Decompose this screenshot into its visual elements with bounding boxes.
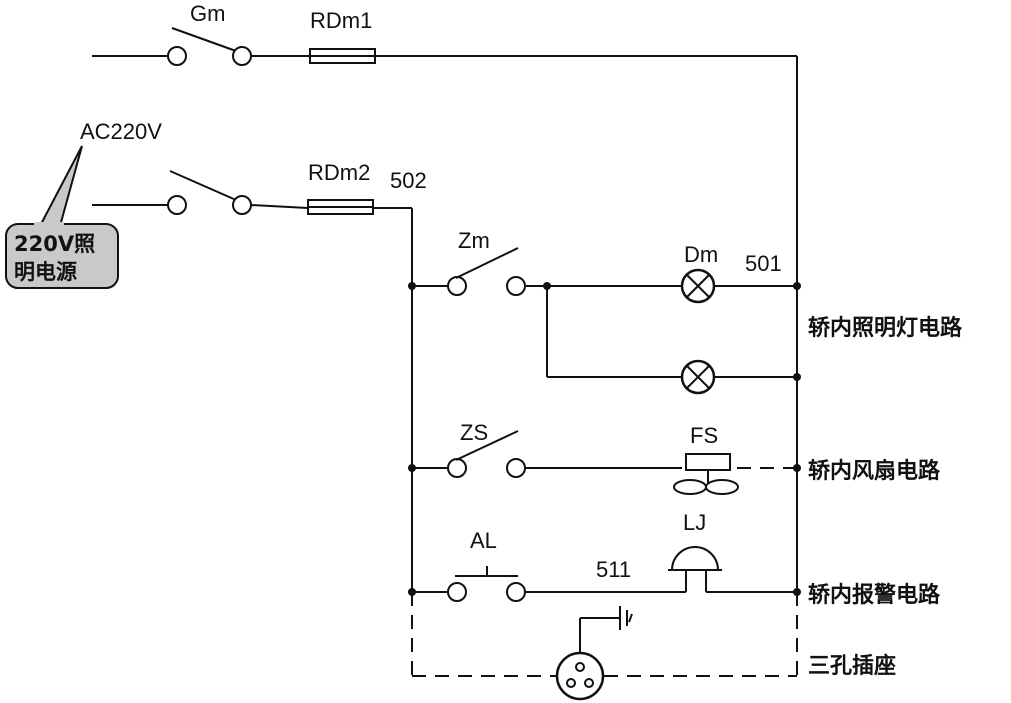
fan-circuit (408, 430, 801, 495)
label-rdm2: RDm2 (308, 160, 370, 185)
switch2-blade (169, 170, 237, 201)
label-lighting-circuit: 轿内照明灯电路 (808, 315, 963, 341)
node-lighting-right (793, 282, 801, 290)
gm-line (92, 27, 797, 66)
gm-contact-left (167, 46, 187, 66)
fan-blade-left (673, 479, 707, 495)
label-501: 501 (745, 251, 782, 276)
gm-switch-blade (171, 27, 237, 52)
al-contact-left (447, 582, 467, 602)
label-alarm-circuit: 轿内报警电路 (808, 582, 941, 608)
bell-lj (670, 546, 720, 571)
zs-contact-left (447, 458, 467, 478)
node-alarm-right (793, 588, 801, 596)
rdm2-line (92, 170, 412, 215)
alarm-circuit (408, 546, 801, 602)
zs-contact-right (506, 458, 526, 478)
label-rdm1: RDm1 (310, 8, 372, 33)
zs-switch-blade (455, 430, 519, 461)
label-511: 511 (596, 557, 631, 582)
label-fan-circuit: 轿内风扇电路 (808, 458, 941, 484)
node-fan-right (793, 464, 801, 472)
label-fs: FS (690, 423, 718, 448)
gm-contact-right (232, 46, 252, 66)
label-ac220v: AC220V (80, 119, 162, 144)
zm-contact-left (447, 276, 467, 296)
label-socket: 三孔插座 (808, 653, 896, 679)
al-contact-right (506, 582, 526, 602)
switch2-contact-left (167, 195, 187, 215)
label-502: 502 (390, 168, 427, 193)
label-gm: Gm (190, 1, 225, 26)
three-hole-socket (555, 651, 605, 701)
label-zm: Zm (458, 228, 490, 253)
label-al: AL (470, 528, 497, 553)
lighting-circuit (408, 247, 801, 395)
fan-motor (685, 453, 731, 471)
callout-line1: 220V照 (14, 232, 95, 256)
label-dm: Dm (684, 242, 718, 267)
power-source-callout: 220V照 明电源 (5, 145, 119, 289)
zm-switch-blade (455, 247, 519, 279)
fan-blade-right (705, 479, 739, 495)
callout-line2: 明电源 (14, 260, 77, 284)
label-zs: ZS (460, 420, 488, 445)
switch2-contact-right (232, 195, 252, 215)
zm-contact-right (506, 276, 526, 296)
socket-circuit (412, 606, 797, 701)
label-lj: LJ (683, 510, 706, 535)
node-lamp2-right (793, 373, 801, 381)
